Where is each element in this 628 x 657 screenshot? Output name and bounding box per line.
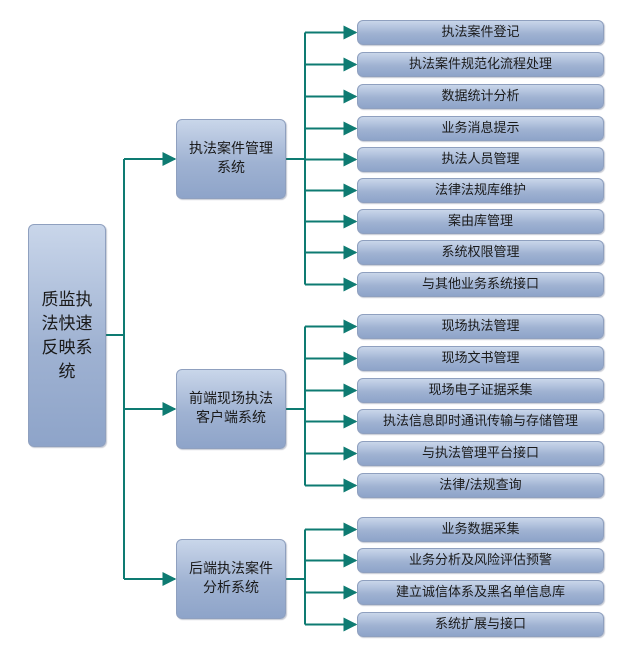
root-system-box: 质监执法快速反映系统 (28, 224, 106, 447)
leaf-label: 现场文书管理 (441, 351, 520, 366)
leaf-label: 现场电子证据采集 (428, 383, 533, 398)
leaf-label: 案由库管理 (447, 214, 513, 229)
leaf-label: 法律/法规查询 (439, 478, 522, 493)
leaf-label: 业务数据采集 (441, 522, 520, 537)
group-box-case-management: 执法案件管理系统 (176, 119, 286, 199)
leaf-item: 系统权限管理 (357, 240, 604, 265)
group-label: 前端现场执法客户端系统 (189, 391, 273, 426)
leaf-label: 系统权限管理 (441, 245, 520, 260)
leaf-label: 执法人员管理 (441, 152, 520, 167)
leaf-item: 现场电子证据采集 (357, 378, 604, 403)
leaf-item: 建立诚信体系及黑名单信息库 (357, 580, 604, 605)
leaf-item: 法律/法规查询 (357, 473, 604, 498)
group-box-case-analysis: 后端执法案件分析系统 (176, 539, 286, 619)
leaf-item: 数据统计分析 (357, 84, 604, 109)
leaf-label: 业务消息提示 (441, 121, 520, 136)
leaf-item: 案由库管理 (357, 209, 604, 234)
leaf-label: 现场执法管理 (441, 319, 520, 334)
leaf-item: 与其他业务系统接口 (357, 272, 604, 297)
leaf-item: 与执法管理平台接口 (357, 441, 604, 466)
leaf-label: 法律法规库维护 (434, 183, 526, 198)
leaf-item: 执法人员管理 (357, 147, 604, 172)
leaf-item: 系统扩展与接口 (357, 612, 604, 637)
leaf-item: 执法案件规范化流程处理 (357, 52, 604, 77)
group-label: 执法案件管理系统 (189, 141, 273, 176)
leaf-item: 现场文书管理 (357, 346, 604, 371)
leaf-label: 数据统计分析 (441, 89, 520, 104)
leaf-item: 业务数据采集 (357, 517, 604, 542)
leaf-label: 与执法管理平台接口 (421, 446, 539, 461)
leaf-label: 执法信息即时通讯传输与存储管理 (382, 414, 578, 429)
root-system-label: 质监执法快速反映系统 (41, 289, 93, 382)
leaf-item: 现场执法管理 (357, 314, 604, 339)
leaf-item: 业务分析及风险评估预警 (357, 548, 604, 573)
group-label: 后端执法案件分析系统 (189, 561, 273, 596)
leaf-item: 业务消息提示 (357, 116, 604, 141)
leaf-label: 与其他业务系统接口 (421, 277, 539, 292)
group-box-field-client: 前端现场执法客户端系统 (176, 369, 286, 449)
leaf-label: 执法案件登记 (441, 25, 520, 40)
leaf-item: 执法信息即时通讯传输与存储管理 (357, 409, 604, 434)
leaf-label: 系统扩展与接口 (434, 617, 526, 632)
leaf-item: 执法案件登记 (357, 20, 604, 45)
leaf-label: 建立诚信体系及黑名单信息库 (395, 585, 565, 600)
leaf-label: 业务分析及风险评估预警 (408, 553, 552, 568)
leaf-item: 法律法规库维护 (357, 178, 604, 203)
leaf-label: 执法案件规范化流程处理 (408, 57, 552, 72)
